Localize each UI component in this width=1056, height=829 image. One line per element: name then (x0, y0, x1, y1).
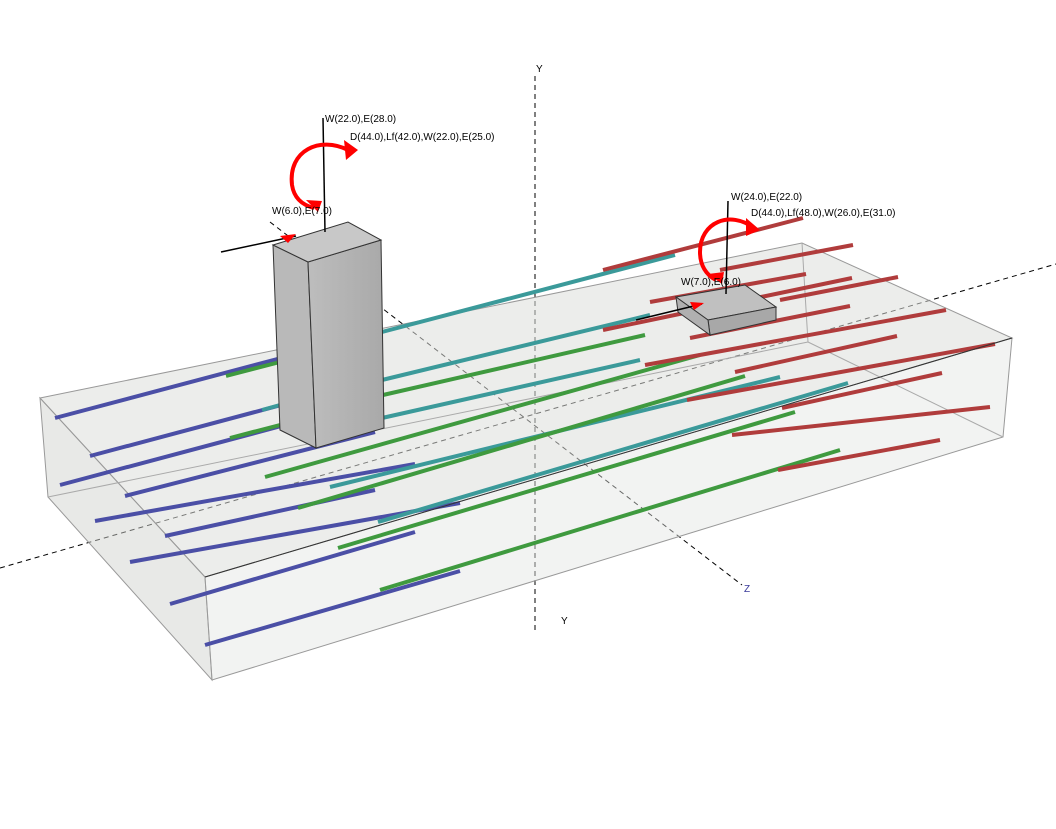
rebar-blue[interactable] (54, 355, 286, 420)
slab-hidden-edge-2 (807, 341, 1004, 438)
column-1[interactable] (271, 221, 385, 449)
slab-hidden-edge-3 (801, 242, 809, 343)
col2-horizontal-load-label: W(7.0),E(6.0) (681, 277, 741, 288)
rebar-green[interactable] (337, 410, 796, 550)
col1-horizontal-load-label: W(6.0),E(7.0) (272, 206, 332, 217)
rebar-red[interactable] (777, 438, 941, 472)
z-axis-label: Z (744, 584, 750, 595)
rebar-green[interactable] (264, 353, 701, 479)
rebar-red[interactable] (779, 275, 899, 302)
column-1-loads[interactable]: W(22.0),E(28.0) D(44.0),Lf(42.0),W(22.0)… (220, 114, 495, 253)
rebar-teal[interactable] (381, 253, 676, 334)
col1-moment-load-label: D(44.0),Lf(42.0),W(22.0),E(25.0) (350, 132, 495, 143)
col2-moment-arrowhead-end (708, 272, 724, 284)
rebar-teal[interactable] (261, 403, 281, 412)
rebar-green[interactable] (382, 333, 646, 397)
col1-vertical-load-arrow[interactable] (322, 117, 326, 233)
col2-vertical-load-arrow[interactable] (725, 200, 729, 295)
rebar-teal[interactable] (381, 358, 641, 420)
rebar-blue[interactable] (89, 402, 286, 458)
y-axis-label-top: Y (536, 64, 543, 75)
y-axis-label-bottom: Y (561, 616, 568, 627)
col1-moment-arrow[interactable] (289, 142, 349, 210)
rebar-green[interactable] (229, 423, 281, 440)
col1-vertical-load-label: W(22.0),E(28.0) (325, 114, 396, 125)
rebar-green[interactable] (225, 360, 281, 378)
col1-moment-arrowhead (344, 140, 358, 160)
col2-vertical-load-label: W(24.0),E(22.0) (731, 192, 802, 203)
rebar-blue[interactable] (169, 530, 416, 606)
col1-moment-arrowhead-end (306, 200, 322, 212)
rebar-red[interactable] (686, 342, 996, 402)
rebar-red[interactable] (731, 405, 991, 437)
rebar-red[interactable] (644, 308, 947, 367)
column-2-loads[interactable]: W(24.0),E(22.0) D(44.0),Lf(48.0),W(26.0)… (635, 192, 896, 321)
slab-hidden-edge-1 (47, 341, 809, 498)
rebar-green[interactable] (297, 374, 746, 510)
rebar-red[interactable] (734, 334, 898, 374)
rebar-red[interactable] (719, 243, 854, 272)
column-2[interactable] (674, 284, 778, 337)
rebar-green[interactable] (379, 448, 841, 592)
col2-moment-load-label: D(44.0),Lf(48.0),W(26.0),E(31.0) (751, 208, 896, 219)
col2-moment-arrowhead (746, 218, 760, 236)
rebar-teal[interactable] (377, 381, 849, 524)
rebar-red[interactable] (781, 371, 943, 410)
col2-moment-arrow[interactable] (697, 217, 756, 282)
col2-horizontal-arrowhead (690, 302, 704, 310)
col1-horizontal-arrowhead (280, 234, 296, 243)
rebar-teal[interactable] (381, 313, 651, 382)
rebar-blue[interactable] (94, 462, 416, 523)
col2-horizontal-load-arrow[interactable] (635, 303, 703, 321)
rebar-blue[interactable] (204, 569, 461, 647)
column-2-left-face (675, 295, 711, 337)
column-1-top-face (271, 221, 383, 263)
slab-front-top-edge (204, 337, 1013, 578)
column-1-front-face (307, 239, 385, 449)
rebar-red[interactable] (602, 216, 804, 272)
slab[interactable] (39, 242, 1014, 682)
